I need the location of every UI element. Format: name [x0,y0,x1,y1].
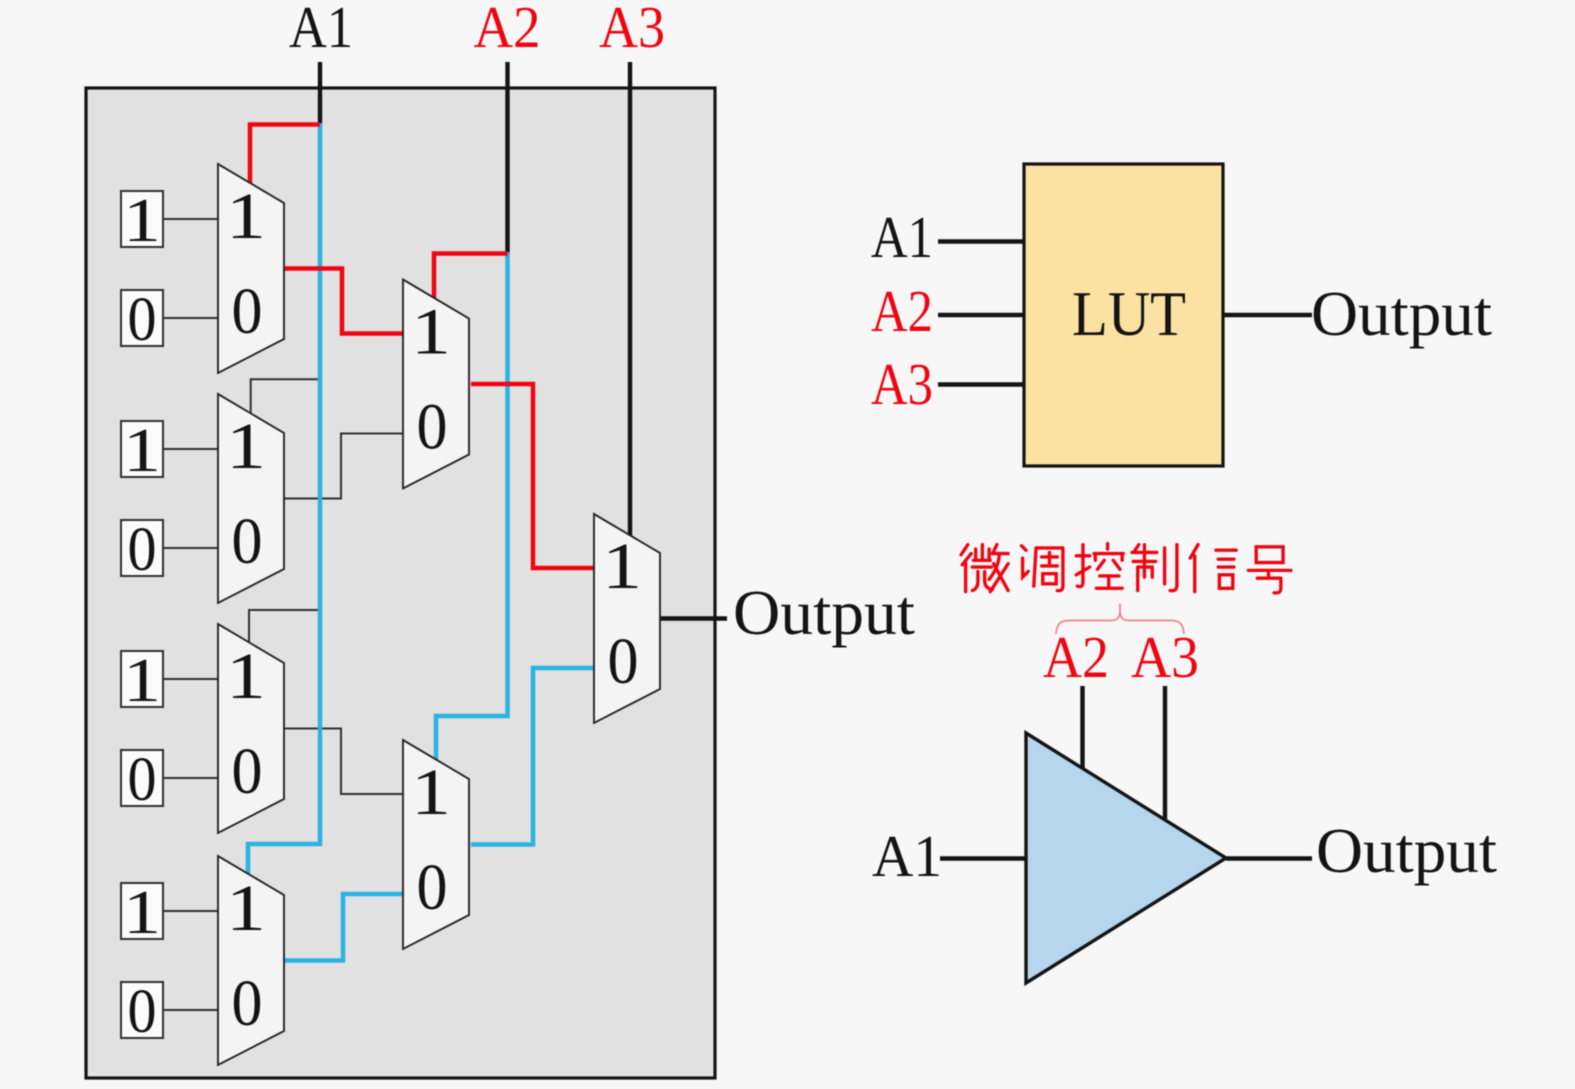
svg-text:0: 0 [608,625,639,698]
svg-text:0: 0 [232,275,263,348]
svg-text:A3: A3 [1131,624,1199,690]
svg-text:A1: A1 [871,204,933,270]
svg-text:1: 1 [226,640,266,713]
svg-text:0: 0 [417,391,448,464]
svg-text:A2: A2 [474,0,541,60]
svg-text:1: 1 [123,187,161,255]
svg-text:LUT: LUT [1072,278,1186,349]
svg-text:A1: A1 [872,823,942,889]
svg-text:0: 0 [232,735,263,808]
svg-text:1: 1 [411,756,451,829]
svg-text:1: 1 [123,417,161,485]
svg-text:A2: A2 [1043,624,1109,690]
svg-text:A2: A2 [871,278,933,344]
svg-text:1: 1 [602,530,642,603]
svg-text:1: 1 [123,879,161,947]
svg-text:1: 1 [226,872,266,945]
svg-text:0: 0 [232,505,263,578]
svg-text:0: 0 [128,978,157,1046]
svg-text:A3: A3 [599,0,665,60]
svg-text:1: 1 [411,296,451,369]
svg-text:Output: Output [1316,816,1498,886]
svg-text:A1: A1 [289,0,353,60]
svg-text:0: 0 [128,516,157,584]
svg-text:1: 1 [226,180,266,253]
svg-text:A3: A3 [871,351,933,417]
svg-text:0: 0 [417,851,448,924]
svg-text:Output: Output [733,578,916,648]
svg-text:0: 0 [232,967,263,1040]
svg-text:1: 1 [123,647,161,715]
svg-text:0: 0 [128,286,157,354]
svg-text:Output: Output [1311,279,1493,349]
svg-text:1: 1 [226,410,266,483]
svg-text:0: 0 [128,746,157,814]
